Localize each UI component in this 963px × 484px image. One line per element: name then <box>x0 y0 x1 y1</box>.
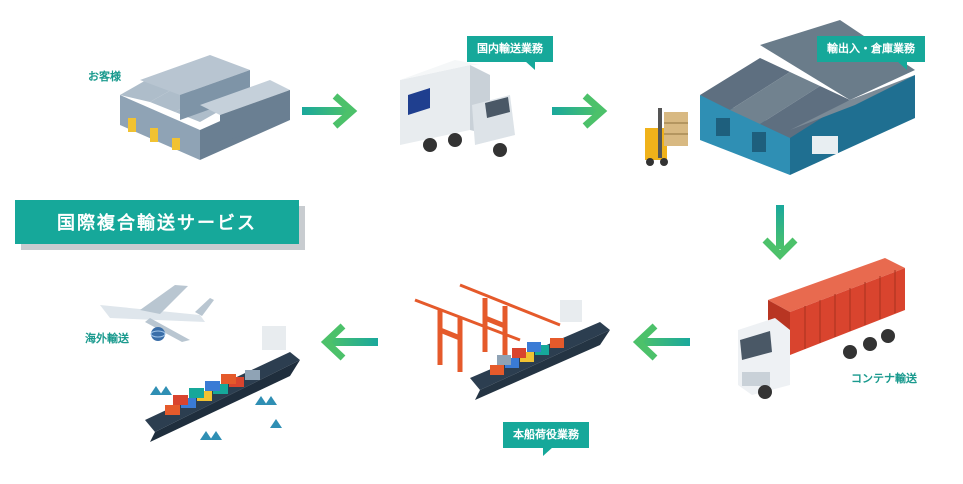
warehouse-operations-tag: 輸出入・倉庫業務 <box>817 36 925 70</box>
airplane-icon <box>100 285 214 342</box>
domestic-transport-tag: 国内輸送業務 <box>467 36 553 70</box>
flow-arrow-icon <box>302 93 358 129</box>
truck-icon <box>400 60 515 157</box>
globe-icon <box>150 327 166 341</box>
cargo-ship-icon <box>145 326 300 442</box>
gantry-crane-icon <box>414 283 561 372</box>
flow-arrow-icon <box>552 93 608 129</box>
factory-icon <box>120 55 290 160</box>
page-title: 国際複合輸送サービス <box>15 200 299 244</box>
cargo-ship-icon <box>470 300 610 400</box>
stevedoring-tag: 本船荷役業務 <box>503 422 589 456</box>
forklift-icon <box>645 108 688 166</box>
overseas-transport-label: 海外輸送 <box>85 332 129 345</box>
wave-icon <box>150 386 282 440</box>
flow-arrow-icon <box>320 323 378 361</box>
container-transport-label: コンテナ輸送 <box>851 372 917 385</box>
container-truck-icon <box>738 258 905 399</box>
flow-arrow-icon <box>762 205 798 260</box>
flow-arrow-icon <box>632 323 690 361</box>
customer-label: お客様 <box>88 70 121 83</box>
